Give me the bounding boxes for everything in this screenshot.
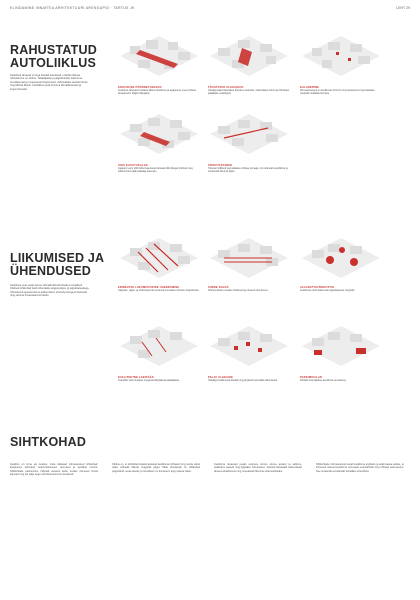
illustration-siirde (210, 238, 288, 278)
illustration-uhiskasutus (120, 114, 198, 154)
page-header: KLINDAMINE INNARTIA ARHITEKTUURI ARENGUP… (10, 6, 410, 16)
illustration-soidutasandid (210, 114, 288, 154)
illustration-labipaas (120, 326, 198, 366)
illustration-parkimine (302, 326, 380, 366)
illustration-kaladerine (302, 36, 380, 76)
sihtkohad-column-3: Kesklinna tänavatel peaks esimene korrus… (214, 463, 302, 473)
section-lead-rahustatud: Kesklinna tänavad on liiga tihedalt kasu… (10, 74, 88, 91)
sihtkohad-column-2: Oluline on, et sihtkohad oleksid jaotatu… (112, 463, 200, 473)
sihtkohad-column-1: Kesklinn on linna elu keskus, mida täida… (10, 463, 98, 477)
section-title-sihtkohad: SIHTKOHAD (10, 435, 87, 449)
section-lead-liikumised: Kesklinna sees peab olema võimalik liiku… (10, 284, 90, 298)
illustration-ulekaigud (210, 36, 288, 76)
section-title-liikumised: LIIKUMISED JA ÜHENDUSED (10, 251, 105, 278)
illustration-ulekaigud-palju (210, 326, 288, 366)
page-number: LEHT 29 (396, 6, 410, 10)
header-left-text: KLINDAMINE INNARTIA ARHITEKTUURI ARENGUP… (10, 6, 135, 10)
illustration-jalgratas (302, 238, 380, 278)
illustration-uhendamine (120, 238, 198, 278)
section-title-rahustatud: RAHUSTATUD AUTOLIIKLUS (10, 43, 97, 70)
illustration-koguduse (120, 36, 198, 76)
sihtkohad-column-4: Sihtkohtade mitmekesisus toetab kesklinn… (316, 463, 404, 473)
